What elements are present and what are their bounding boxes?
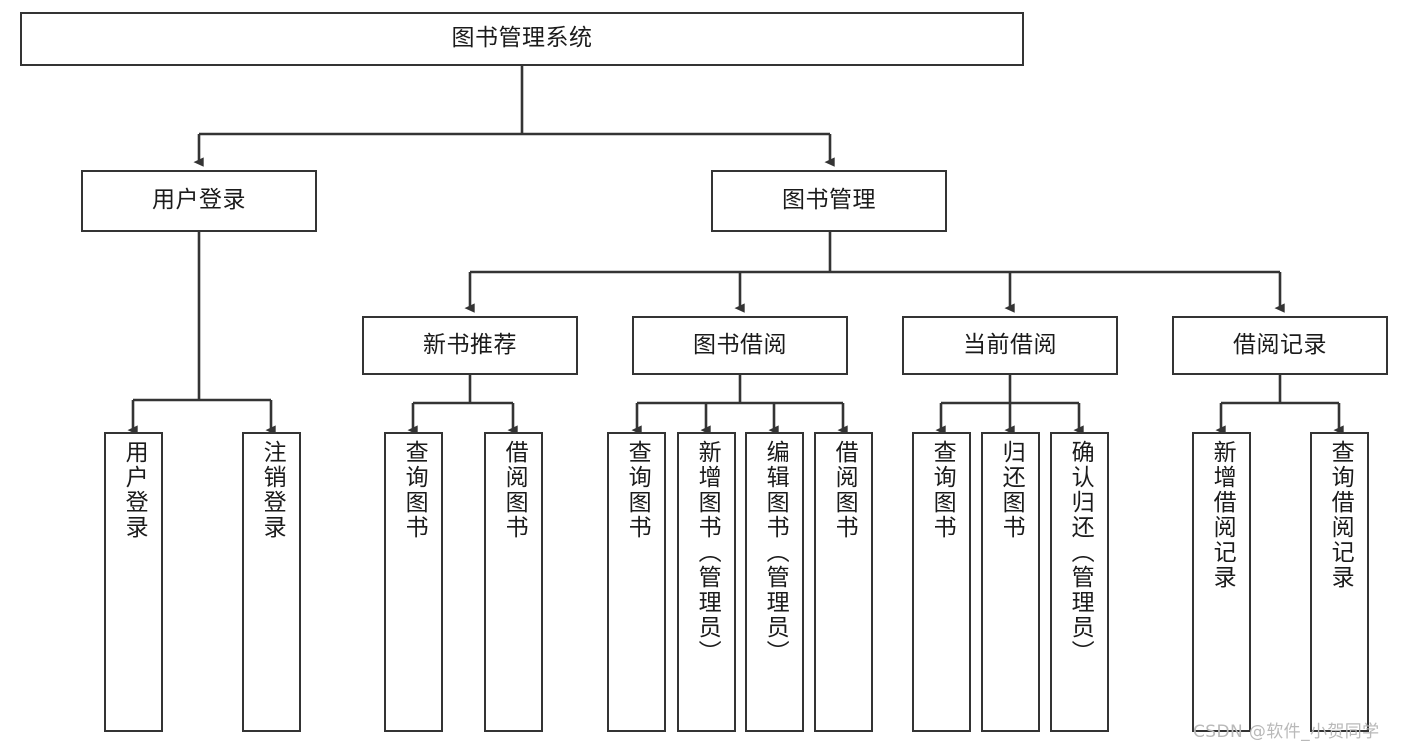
node-label: 注销登录 bbox=[259, 440, 286, 540]
node-label: 图书管理系统 bbox=[451, 25, 593, 52]
node-label: 编辑图书（管理员） bbox=[762, 440, 789, 665]
node-label: 查询图书 bbox=[929, 440, 956, 540]
node-label: 图书管理 bbox=[782, 187, 876, 214]
node-root-system[interactable]: 图书管理系统 bbox=[20, 12, 1024, 66]
leaf-borrow-query-book[interactable]: 查询图书 bbox=[607, 432, 666, 732]
node-label: 借阅记录 bbox=[1233, 331, 1327, 358]
leaf-borrow-add-book-admin[interactable]: 新增图书（管理员） bbox=[677, 432, 736, 732]
csdn-watermark: CSDN @软件_小贺同学 bbox=[1193, 722, 1380, 742]
node-borrow-records[interactable]: 借阅记录 bbox=[1172, 316, 1388, 375]
leaf-records-add-record[interactable]: 新增借阅记录 bbox=[1192, 432, 1251, 732]
node-label: 新增借阅记录 bbox=[1209, 440, 1236, 590]
node-user-login[interactable]: 用户登录 bbox=[81, 170, 317, 232]
leaf-current-query-book[interactable]: 查询图书 bbox=[912, 432, 971, 732]
node-label: 归还图书 bbox=[998, 440, 1025, 540]
node-label: 借阅图书 bbox=[831, 440, 858, 540]
leaf-current-confirm-return-admin[interactable]: 确认归还（管理员） bbox=[1050, 432, 1109, 732]
node-book-borrow[interactable]: 图书借阅 bbox=[632, 316, 848, 375]
node-label: 确认归还（管理员） bbox=[1067, 440, 1094, 665]
leaf-recommend-borrow-book[interactable]: 借阅图书 bbox=[484, 432, 543, 732]
leaf-user-login-logout[interactable]: 注销登录 bbox=[242, 432, 301, 732]
node-label: 查询借阅记录 bbox=[1327, 440, 1354, 590]
node-label: 借阅图书 bbox=[501, 440, 528, 540]
leaf-borrow-borrow-book[interactable]: 借阅图书 bbox=[814, 432, 873, 732]
node-label: 用户登录 bbox=[121, 440, 148, 540]
leaf-borrow-edit-book-admin[interactable]: 编辑图书（管理员） bbox=[745, 432, 804, 732]
node-current-borrow[interactable]: 当前借阅 bbox=[902, 316, 1118, 375]
node-label: 用户登录 bbox=[152, 187, 246, 214]
node-book-management[interactable]: 图书管理 bbox=[711, 170, 947, 232]
node-label: 查询图书 bbox=[624, 440, 651, 540]
node-new-book-recommend[interactable]: 新书推荐 bbox=[362, 316, 578, 375]
leaf-records-query-record[interactable]: 查询借阅记录 bbox=[1310, 432, 1369, 732]
node-label: 新书推荐 bbox=[423, 331, 517, 358]
node-label: 查询图书 bbox=[401, 440, 428, 540]
node-label: 当前借阅 bbox=[963, 331, 1057, 358]
node-label: 图书借阅 bbox=[693, 331, 787, 358]
leaf-recommend-query-book[interactable]: 查询图书 bbox=[384, 432, 443, 732]
leaf-user-login-login[interactable]: 用户登录 bbox=[104, 432, 163, 732]
node-label: 新增图书（管理员） bbox=[694, 440, 721, 665]
leaf-current-return-book[interactable]: 归还图书 bbox=[981, 432, 1040, 732]
